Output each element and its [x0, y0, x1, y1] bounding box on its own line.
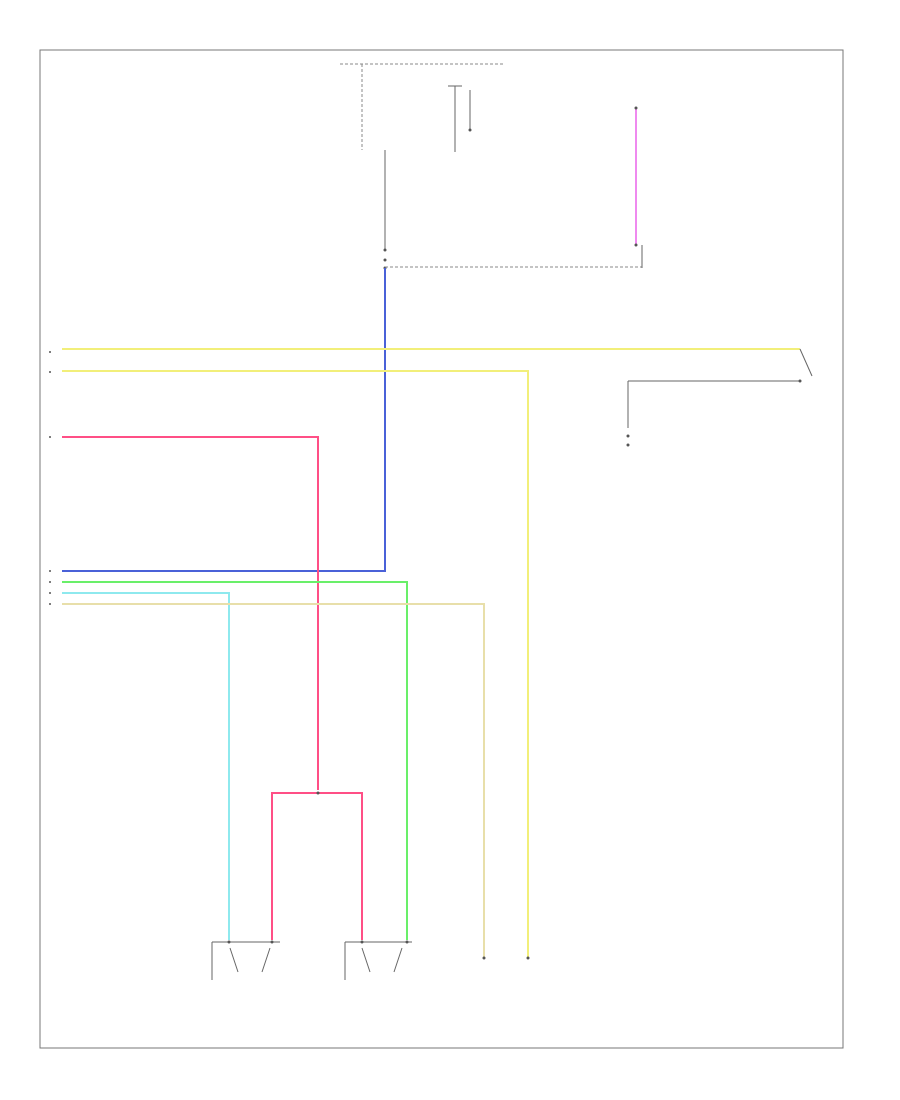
right-switch-section	[626, 348, 813, 447]
green-wire	[62, 581, 408, 940]
blue-wire	[62, 268, 386, 572]
right-seat-switch	[211, 940, 280, 980]
cyan-wire	[62, 592, 230, 940]
bottom-right-module	[482, 956, 530, 960]
pink-loop-wire	[271, 792, 363, 940]
center-splice	[271, 791, 363, 940]
left-seat-switch	[344, 940, 412, 980]
top-fuse-section	[340, 63, 642, 270]
top-right-module	[634, 106, 643, 268]
left-terminals	[49, 351, 51, 605]
tan-wire	[62, 603, 485, 957]
diagram-frame	[39, 49, 844, 1049]
pink-wire	[62, 436, 319, 790]
yellow-main-wire	[62, 370, 529, 957]
